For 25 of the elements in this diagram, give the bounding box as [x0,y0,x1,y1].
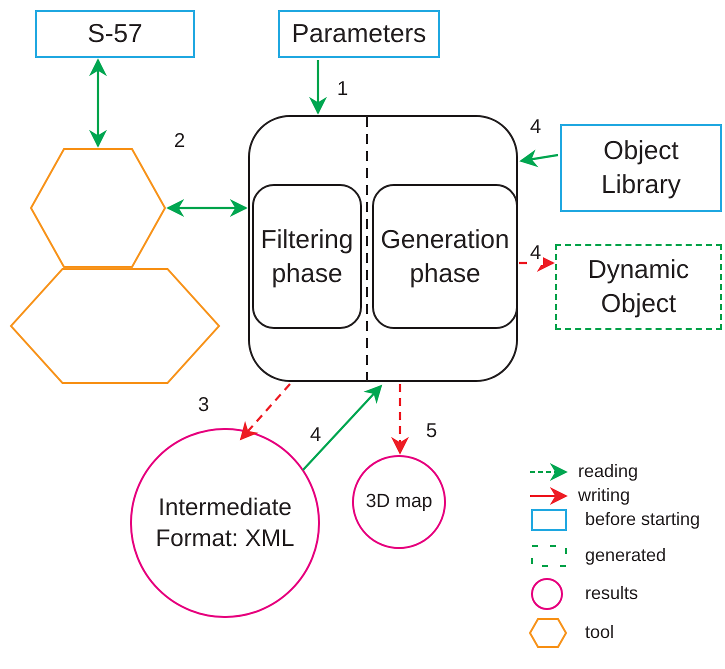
legend-label: before starting [585,509,700,530]
input-box: Object Library [560,124,722,212]
result-circle: 3D map [352,455,446,549]
arrow [302,384,382,471]
edge-label: 4 [308,424,324,447]
legend-label: tool [585,622,614,643]
arrow [166,199,248,217]
legend-label: writing [578,485,630,506]
arrow [309,60,327,115]
legend-label: results [585,583,638,604]
output-box: Dynamic Object [555,244,722,330]
arrow [519,150,558,168]
phase-box: Filtering phase [252,184,362,329]
hexagon-shape [30,148,166,268]
arrow [391,384,409,455]
input-box: Parameters [278,10,440,58]
input-box: S-57 [35,10,195,58]
edge-label: 4 [528,242,544,265]
hexagon-shape [10,268,220,384]
arrow [89,58,107,148]
phase-box: Generation phase [372,184,518,329]
arrow [240,383,291,440]
legend-label: reading [578,461,638,482]
legend-label: generated [585,545,666,566]
process-container [248,115,518,382]
